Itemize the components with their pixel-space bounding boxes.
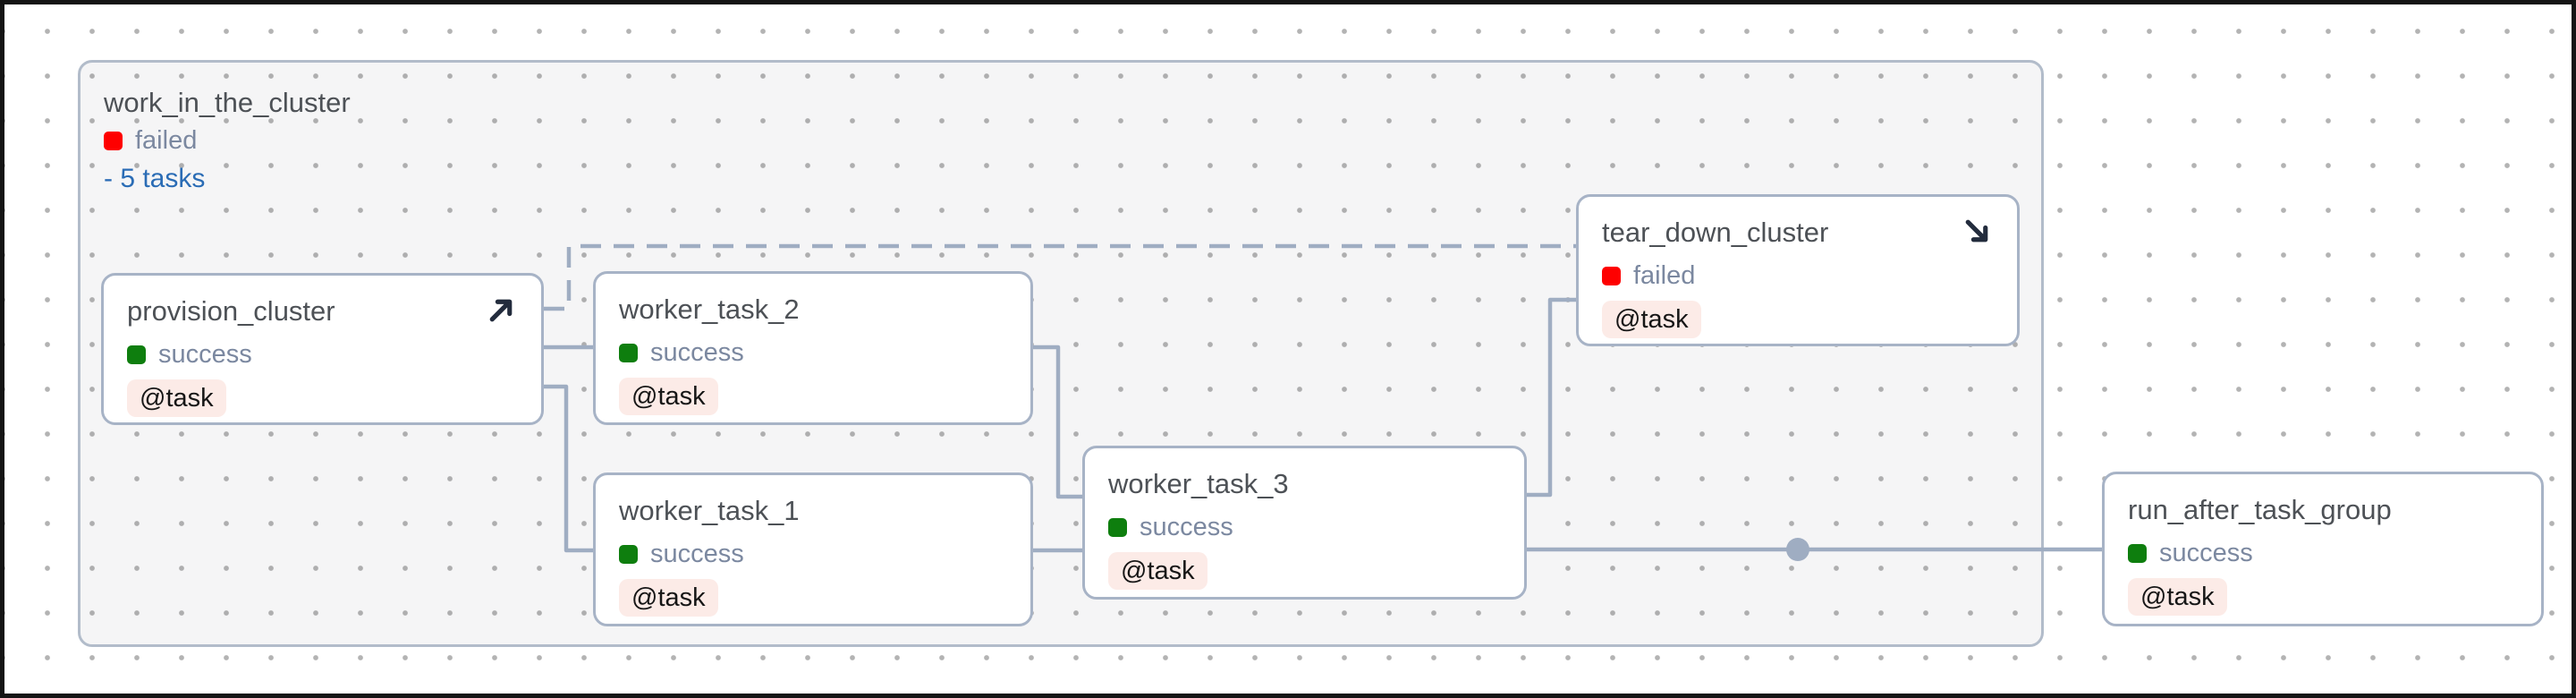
status-label: success — [650, 540, 744, 568]
success-status-square-icon — [619, 343, 638, 362]
task-group-collapse-toggle[interactable]: - 5 tasks — [104, 164, 206, 193]
operator-badge: @task — [2128, 578, 2227, 616]
success-status-square-icon — [619, 544, 638, 564]
success-status-square-icon — [1108, 517, 1127, 537]
task-group-state-label: failed — [135, 126, 198, 155]
task-group-title: work_in_the_cluster — [104, 87, 351, 118]
task-node-tear-down-cluster[interactable]: tear_down_cluster failed @task — [1576, 194, 2020, 346]
status-label: failed — [1633, 261, 1696, 290]
task-title: provision_cluster — [127, 295, 335, 327]
status-label: success — [650, 338, 744, 367]
status-label: success — [1140, 513, 1233, 541]
task-title: worker_task_2 — [619, 294, 800, 325]
task-title: worker_task_1 — [619, 495, 800, 526]
status-label: success — [158, 340, 252, 369]
task-title: run_after_task_group — [2128, 494, 2392, 525]
task-node-worker-task-1[interactable]: worker_task_1 success @task — [593, 472, 1033, 626]
operator-badge: @task — [619, 579, 718, 617]
operator-badge: @task — [127, 379, 226, 417]
failed-status-square-icon — [104, 131, 123, 150]
task-node-provision-cluster[interactable]: provision_cluster success @task — [101, 273, 544, 425]
success-status-square-icon — [127, 345, 146, 364]
success-status-square-icon — [2128, 543, 2147, 563]
task-title: tear_down_cluster — [1602, 217, 1829, 248]
operator-badge: @task — [619, 378, 718, 415]
teardown-arrow-icon — [1965, 219, 1988, 243]
task-node-worker-task-2[interactable]: worker_task_2 success @task — [593, 271, 1033, 425]
failed-status-square-icon — [1602, 266, 1621, 285]
operator-badge: @task — [1602, 301, 1701, 338]
task-title: worker_task_3 — [1108, 468, 1289, 499]
task-node-worker-task-3[interactable]: worker_task_3 success @task — [1082, 446, 1527, 600]
setup-arrow-icon — [489, 299, 513, 322]
status-label: success — [2159, 539, 2253, 567]
operator-badge: @task — [1108, 552, 1208, 590]
task-node-run-after-task-group[interactable]: run_after_task_group success @task — [2102, 472, 2544, 626]
